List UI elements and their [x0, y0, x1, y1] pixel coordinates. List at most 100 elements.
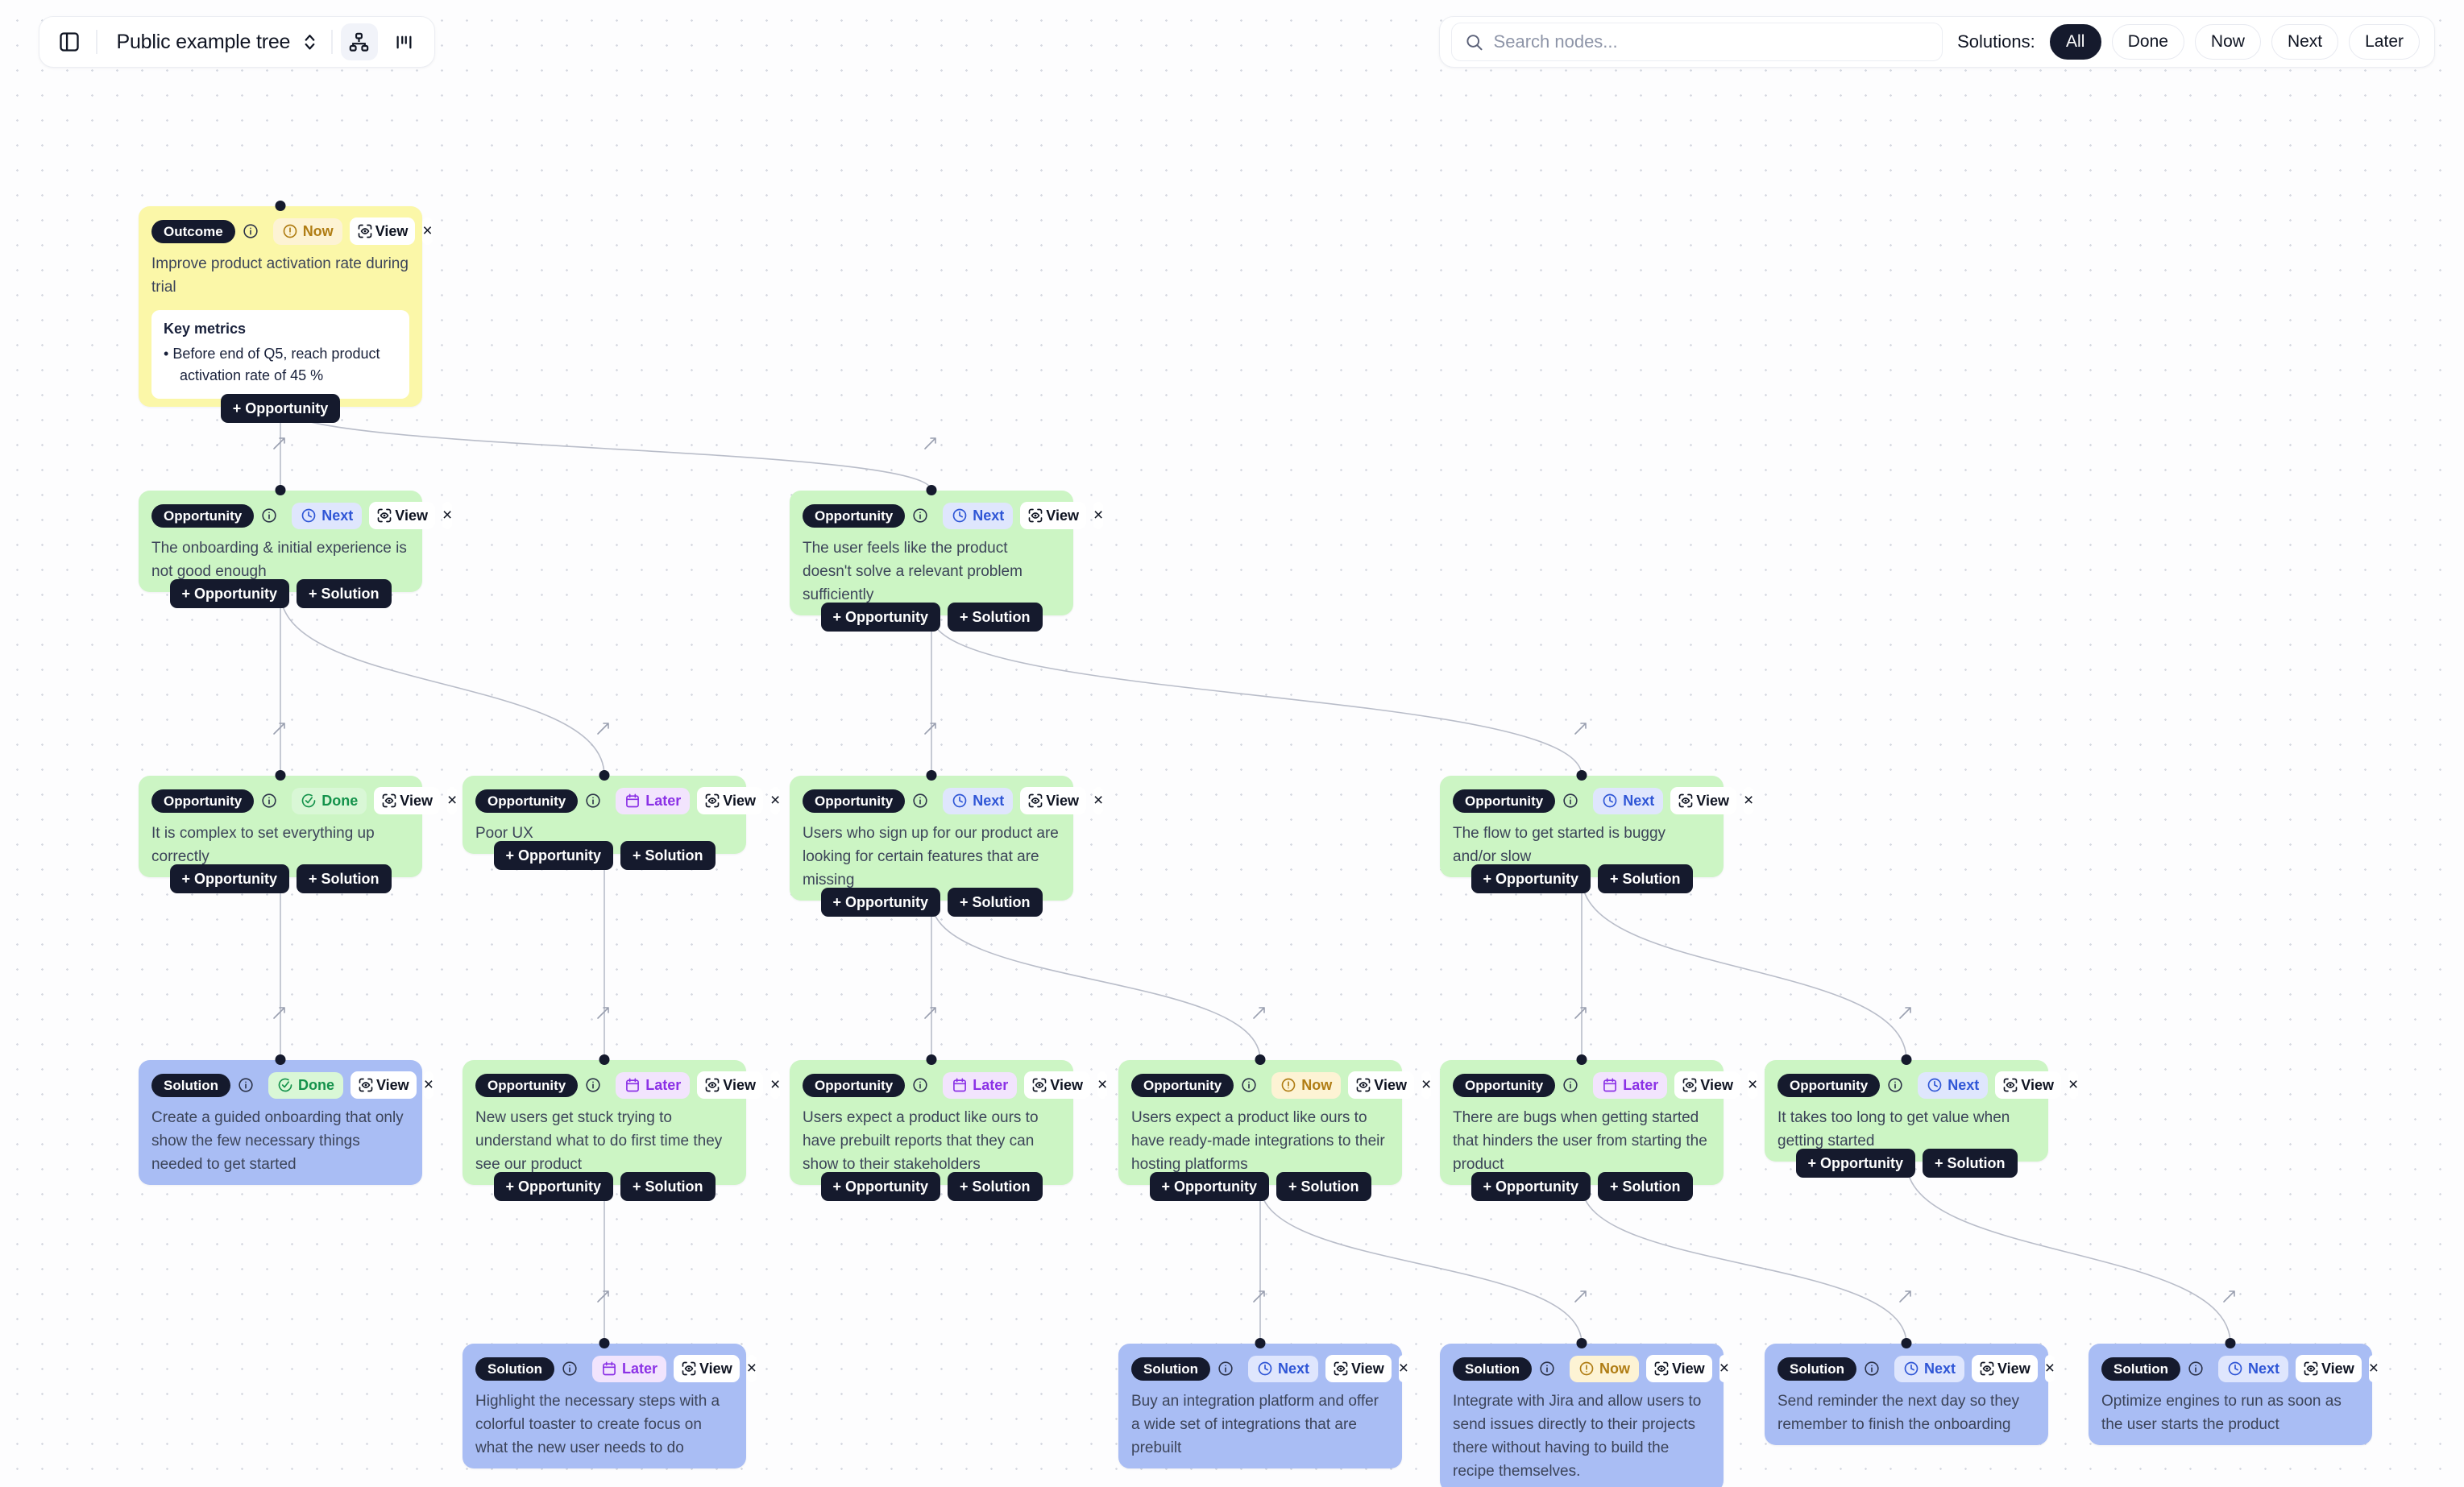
node-solution-n8[interactable]: Solution Done View × Create a guided onb…: [139, 1054, 433, 1185]
node-opportunity-n6[interactable]: Opportunity Next View × Users who sign u…: [790, 770, 1104, 917]
view-button[interactable]: View: [697, 1071, 763, 1099]
close-button[interactable]: ×: [1093, 502, 1104, 529]
info-circle-icon[interactable]: [585, 1077, 601, 1093]
info-circle-icon[interactable]: [1562, 1077, 1578, 1093]
node-opportunity-n3[interactable]: Opportunity Next View × The user feels l…: [790, 485, 1104, 632]
add-opportunity-button[interactable]: + Opportunity: [493, 840, 613, 870]
view-button[interactable]: View: [1674, 1071, 1740, 1099]
status-badge-next[interactable]: Next: [2217, 1355, 2288, 1382]
info-circle-icon[interactable]: [2188, 1361, 2204, 1377]
close-button[interactable]: ×: [423, 1071, 433, 1099]
search-input[interactable]: [1493, 31, 1930, 52]
node-solution-n17[interactable]: Solution Next View × Send reminder the n…: [1765, 1338, 2055, 1445]
status-badge-done[interactable]: Done: [268, 1071, 343, 1099]
node-opportunity-n2[interactable]: Opportunity Next View × The onboarding &…: [139, 485, 453, 608]
info-circle-icon[interactable]: [261, 793, 277, 809]
status-badge-next[interactable]: Next: [292, 502, 363, 529]
search-box[interactable]: [1451, 23, 1943, 61]
status-badge-later[interactable]: Later: [591, 1355, 666, 1382]
status-badge-next[interactable]: Next: [1593, 787, 1664, 814]
status-badge-next[interactable]: Next: [1918, 1071, 1989, 1099]
node-opportunity-n9[interactable]: Opportunity Later View × New users get s…: [463, 1054, 781, 1201]
info-circle-icon[interactable]: [1241, 1077, 1257, 1093]
view-button[interactable]: View: [1670, 787, 1736, 814]
view-button[interactable]: View: [1645, 1355, 1712, 1382]
node-opportunity-n5[interactable]: Opportunity Later View × Poor UX + Oppor…: [463, 770, 781, 870]
info-circle-icon[interactable]: [261, 507, 277, 524]
view-tree-button[interactable]: [340, 23, 378, 60]
status-badge-now[interactable]: Now: [272, 217, 342, 245]
view-button[interactable]: View: [374, 787, 440, 814]
node-opportunity-n7[interactable]: Opportunity Next View × The flow to get …: [1440, 770, 1754, 893]
close-button[interactable]: ×: [746, 1355, 757, 1382]
status-badge-later[interactable]: Later: [616, 787, 691, 814]
node-solution-n15[interactable]: Solution Next View × Buy an integration …: [1118, 1338, 1408, 1468]
node-solution-n14[interactable]: Solution Later View × Highlight the nece…: [463, 1338, 757, 1468]
info-circle-icon[interactable]: [562, 1361, 578, 1377]
view-button[interactable]: View: [697, 787, 763, 814]
close-button[interactable]: ×: [1398, 1355, 1408, 1382]
close-button[interactable]: ×: [442, 502, 453, 529]
add-solution-button[interactable]: + Solution: [620, 840, 716, 870]
status-badge-later[interactable]: Later: [1593, 1071, 1668, 1099]
add-opportunity-button[interactable]: + Opportunity: [820, 1171, 940, 1201]
view-columns-button[interactable]: [386, 23, 423, 60]
filter-chip-all[interactable]: All: [2049, 24, 2101, 60]
view-button[interactable]: View: [1348, 1071, 1414, 1099]
filter-chip-next[interactable]: Next: [2271, 24, 2339, 60]
add-solution-button[interactable]: + Solution: [297, 864, 392, 893]
sidebar-toggle-button[interactable]: [51, 23, 88, 60]
add-solution-button[interactable]: + Solution: [948, 887, 1043, 917]
info-circle-icon[interactable]: [912, 507, 928, 524]
add-opportunity-button[interactable]: + Opportunity: [493, 1171, 613, 1201]
view-button[interactable]: View: [350, 1071, 417, 1099]
tree-title-selector[interactable]: Public example tree: [106, 31, 324, 54]
node-opportunity-n4[interactable]: Opportunity Done View × It is complex to…: [139, 770, 458, 893]
node-solution-n16[interactable]: Solution Now View × Integrate with Jira …: [1440, 1338, 1729, 1487]
node-opportunity-n13[interactable]: Opportunity Next View × It takes too lon…: [1765, 1054, 2079, 1178]
view-button[interactable]: View: [674, 1355, 740, 1382]
status-badge-later[interactable]: Later: [943, 1071, 1018, 1099]
status-badge-next[interactable]: Next: [943, 502, 1014, 529]
close-button[interactable]: ×: [2044, 1355, 2055, 1382]
add-solution-button[interactable]: + Solution: [1598, 864, 1693, 893]
add-solution-button[interactable]: + Solution: [297, 578, 392, 608]
info-circle-icon[interactable]: [238, 1077, 254, 1093]
node-opportunity-n10[interactable]: Opportunity Later View × Users expect a …: [790, 1054, 1108, 1201]
status-badge-next[interactable]: Next: [943, 787, 1014, 814]
node-opportunity-n11[interactable]: Opportunity Now View × Users expect a pr…: [1118, 1054, 1432, 1201]
view-button[interactable]: View: [2296, 1355, 2362, 1382]
close-button[interactable]: ×: [769, 787, 781, 814]
info-circle-icon[interactable]: [912, 1077, 928, 1093]
info-circle-icon[interactable]: [1887, 1077, 1903, 1093]
view-button[interactable]: View: [1972, 1355, 2038, 1382]
view-button[interactable]: View: [349, 217, 416, 245]
view-button[interactable]: View: [1020, 787, 1086, 814]
add-solution-button[interactable]: + Solution: [620, 1171, 716, 1201]
add-opportunity-button[interactable]: + Opportunity: [1149, 1171, 1269, 1201]
info-circle-icon[interactable]: [243, 223, 259, 239]
info-circle-icon[interactable]: [1217, 1361, 1234, 1377]
add-opportunity-button[interactable]: + Opportunity: [1471, 1171, 1591, 1201]
close-button[interactable]: ×: [422, 217, 433, 245]
view-button[interactable]: View: [1024, 1071, 1090, 1099]
add-opportunity-button[interactable]: + Opportunity: [820, 887, 940, 917]
add-opportunity-button[interactable]: + Opportunity: [1471, 864, 1591, 893]
close-button[interactable]: ×: [1097, 1071, 1108, 1099]
close-button[interactable]: ×: [2368, 1355, 2379, 1382]
add-opportunity-button[interactable]: + Opportunity: [820, 602, 940, 632]
node-outcome-n1[interactable]: Outcome Now View × Improve product activ…: [139, 201, 433, 423]
add-solution-button[interactable]: + Solution: [1923, 1148, 2018, 1178]
status-badge-now[interactable]: Now: [1271, 1071, 1342, 1099]
filter-chip-done[interactable]: Done: [2111, 24, 2184, 60]
close-button[interactable]: ×: [1093, 787, 1104, 814]
view-button[interactable]: View: [1020, 502, 1086, 529]
close-button[interactable]: ×: [1719, 1355, 1729, 1382]
filter-chip-now[interactable]: Now: [2194, 24, 2261, 60]
info-circle-icon[interactable]: [1562, 793, 1578, 809]
info-circle-icon[interactable]: [1864, 1361, 1880, 1377]
status-badge-next[interactable]: Next: [1247, 1355, 1318, 1382]
close-button[interactable]: ×: [1421, 1071, 1432, 1099]
add-solution-button[interactable]: + Solution: [1598, 1171, 1693, 1201]
